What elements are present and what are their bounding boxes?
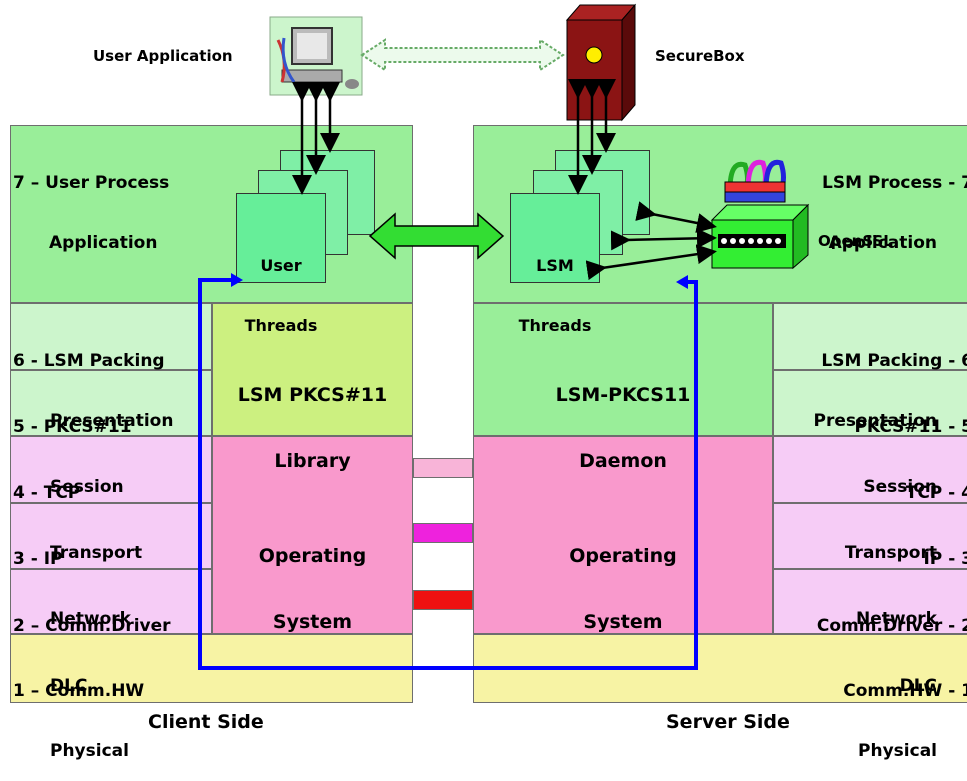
client-side-label: Client Side <box>148 711 264 733</box>
server-layer-6 <box>773 303 967 370</box>
server-box-arrows <box>568 79 616 195</box>
server-layer-4-line2: Transport <box>844 543 937 563</box>
client-layer-5 <box>10 370 212 436</box>
diagram-overlay <box>198 3 810 670</box>
client-layer-7-label: 7 – User Process Application <box>13 133 169 273</box>
client-layer-2-line1: 2 – Comm.Driver <box>13 616 171 636</box>
client-layer-5-line1: 5 - PKCS#11 <box>13 417 132 437</box>
data-path-end-arrow <box>676 275 688 289</box>
server-layer-3-line1: IP - 3 <box>923 549 967 569</box>
server-layer-5-label: PKCS#11 - 5 Session <box>854 377 967 517</box>
client-layer-2 <box>10 569 212 634</box>
server-os-label: Operating System <box>473 501 773 655</box>
link-bar-transport <box>413 458 473 478</box>
server-layer-3-line2: Network <box>856 609 937 629</box>
client-threads-line2: Threads <box>244 316 318 335</box>
app-securebox-link <box>360 38 565 72</box>
server-layer-5 <box>773 370 967 436</box>
client-layer-6 <box>10 303 212 370</box>
client-library-line2: Library <box>274 450 351 472</box>
client-os <box>212 436 413 634</box>
client-os-line2: System <box>272 611 353 633</box>
server-layer-2-line2: DLC <box>899 676 937 696</box>
client-layer-6-label: 6 - LSM Packing Presentation <box>13 311 173 451</box>
server-layer-5-line2: Session <box>863 477 937 497</box>
server-daemon <box>473 303 773 436</box>
client-layer-5-label: 5 - PKCS#11 Session <box>13 377 132 517</box>
client-layer-3 <box>10 503 212 569</box>
client-threads-line1: User <box>260 256 302 275</box>
server-layer-2-label: Comm.Driver - 2 DLC <box>817 576 967 716</box>
data-path-start-arrow <box>231 273 243 287</box>
client-threads-box: User Threads <box>236 193 326 335</box>
server-os <box>473 436 773 634</box>
server-os-line2: System <box>583 611 663 633</box>
server-threads-label: LSM Threads <box>511 216 599 376</box>
server-layer-5-line1: PKCS#11 - 5 <box>854 417 967 437</box>
client-layer-6-line2: Presentation <box>50 411 174 431</box>
client-layer-3-line1: 3 - IP <box>13 549 63 569</box>
server-layer-7-line2: Application <box>828 233 937 253</box>
client-layer-7-line2: Application <box>49 233 158 253</box>
server-layer-3-label: IP - 3 Network <box>856 509 967 649</box>
server-layer-1-line2: Physical <box>858 741 937 761</box>
client-layer-3-line2: Network <box>50 609 131 629</box>
client-layer-4-line1: 4 - TCP <box>13 483 81 503</box>
client-layer-4-line2: Transport <box>50 543 143 563</box>
securebox-label: SecureBox <box>655 47 745 65</box>
openssl-arrows <box>585 201 717 281</box>
server-daemon-line1: LSM-PKCS11 <box>555 384 691 406</box>
client-layer-5-line2: Session <box>50 477 124 497</box>
server-side-label: Server Side <box>666 711 790 733</box>
server-layer-4 <box>773 436 967 503</box>
client-threads-label: User Threads <box>237 216 325 376</box>
server-layer-1-line1: Comm.HW - 1 <box>843 681 967 701</box>
client-os-label: Operating System <box>212 501 413 655</box>
user-application-label: User Application <box>93 47 233 65</box>
client-library <box>212 303 413 436</box>
server-threads-box: LSM Threads <box>510 193 600 335</box>
server-threads-line1: LSM <box>536 256 574 275</box>
client-layer-1-line1: 1 – Comm.HW <box>13 681 145 701</box>
server-os-line1: Operating <box>569 545 677 567</box>
client-library-line1: LSM PKCS#11 <box>237 384 388 406</box>
client-layer-4-label: 4 - TCP Transport <box>13 443 142 583</box>
openssl-label: OpenSSL <box>818 232 893 250</box>
client-layer-4 <box>10 436 212 503</box>
computer-icon <box>269 16 363 96</box>
link-bar-network <box>413 523 473 543</box>
link-bar-dlc <box>413 590 473 610</box>
server-layer-7-line1: LSM Process - 7 <box>822 173 967 193</box>
openssl-icon <box>710 159 810 270</box>
data-path-line <box>198 278 698 670</box>
client-layer-6-line1: 6 - LSM Packing <box>13 351 165 371</box>
client-layer-1-line2: Physical <box>50 741 129 761</box>
server-layer-2 <box>773 569 967 634</box>
client-layer-7-line1: 7 – User Process <box>13 173 170 193</box>
server-layer-7-label: LSM Process - 7 Application <box>822 133 967 273</box>
server-layer-4-label: TCP - 4 Transport <box>845 443 967 583</box>
server-daemon-label: LSM-PKCS11 Daemon <box>473 340 773 494</box>
client-app-arrows <box>292 82 340 195</box>
client-os-line1: Operating <box>258 545 367 567</box>
client-library-label: LSM PKCS#11 Library <box>212 340 413 494</box>
client-layer-2-line2: DLC <box>50 676 88 696</box>
server-daemon-line2: Daemon <box>579 450 667 472</box>
server-layer-6-label: LSM Packing - 6 Presentation <box>814 311 967 451</box>
server-layer-4-line1: TCP - 4 <box>905 483 967 503</box>
client-layer-3-label: 3 - IP Network <box>13 509 131 649</box>
server-layer-6-line1: LSM Packing - 6 <box>821 351 967 371</box>
server-layer-3 <box>773 503 967 569</box>
server-threads-line2: Threads <box>518 316 592 335</box>
client-layer-2-label: 2 – Comm.Driver DLC <box>13 576 171 716</box>
server-layer-6-line2: Presentation <box>813 411 937 431</box>
server-layer-2-line1: Comm.Driver - 2 <box>816 616 967 636</box>
threads-link-arrow <box>368 212 505 260</box>
